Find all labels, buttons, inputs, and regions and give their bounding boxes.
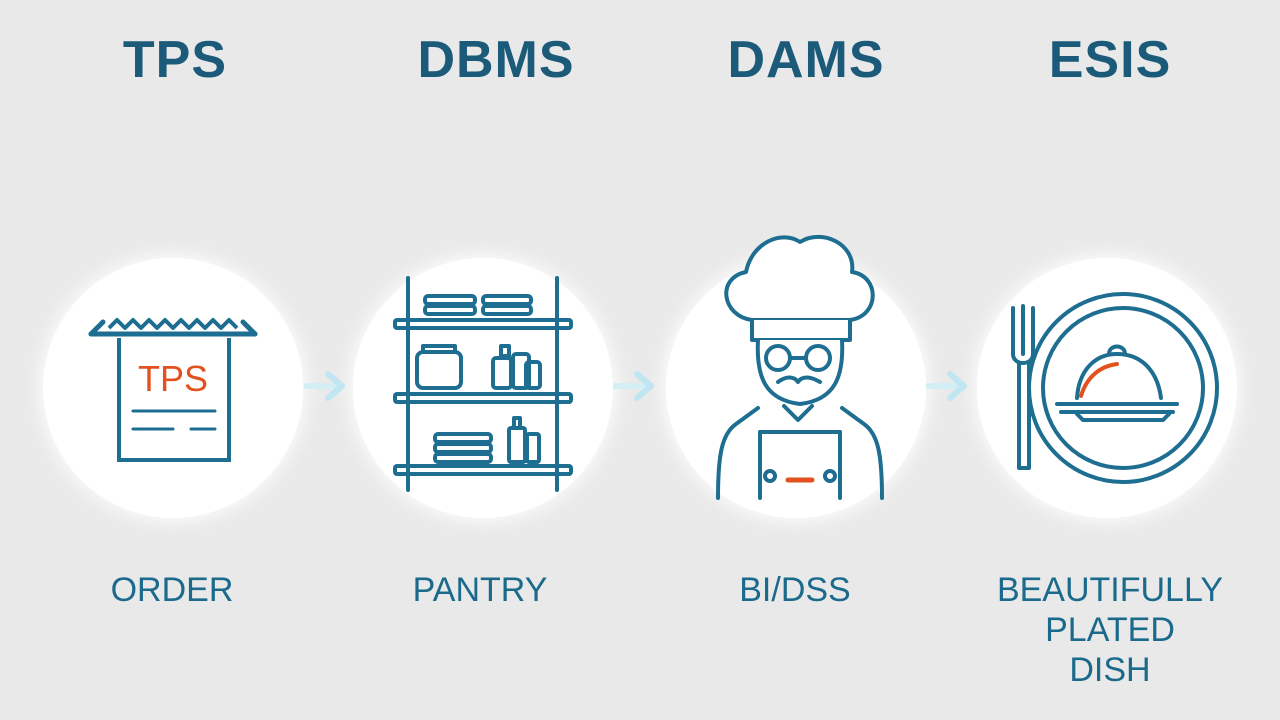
order-receipt-icon: TPS: [88, 318, 258, 462]
stage-label-plated-dish: BEAUTIFULLY PLATED DISH: [960, 570, 1260, 690]
stage-label-pantry: PANTRY: [412, 571, 548, 609]
label-line: DISH: [1069, 651, 1151, 689]
chef-icon: [716, 235, 884, 500]
stage-title-dams: DAMS: [727, 31, 885, 89]
arrow-right-icon: [613, 371, 654, 401]
arrow-right-icon: [304, 371, 345, 401]
stage-circle-order: TPS: [43, 258, 303, 518]
plated-dish-icon: [1011, 292, 1219, 484]
stage-title-dbms: DBMS: [417, 31, 575, 89]
stage-title-tps: TPS: [122, 31, 228, 89]
stage-title-esis: ESIS: [1048, 31, 1172, 89]
stage-circle-chef: [666, 235, 926, 518]
label-line: PLATED: [1045, 611, 1175, 649]
label-line: BEAUTIFULLY: [996, 571, 1224, 609]
stage-circle-pantry: [353, 258, 613, 518]
arrow-right-icon: [926, 371, 967, 401]
stage-circle-dish: [977, 258, 1237, 518]
pantry-shelf-icon: [393, 276, 573, 492]
receipt-tps-text: TPS: [138, 358, 208, 399]
stage-label-bi-dss: BI/DSS: [739, 571, 851, 609]
stage-label-order: ORDER: [110, 571, 234, 609]
